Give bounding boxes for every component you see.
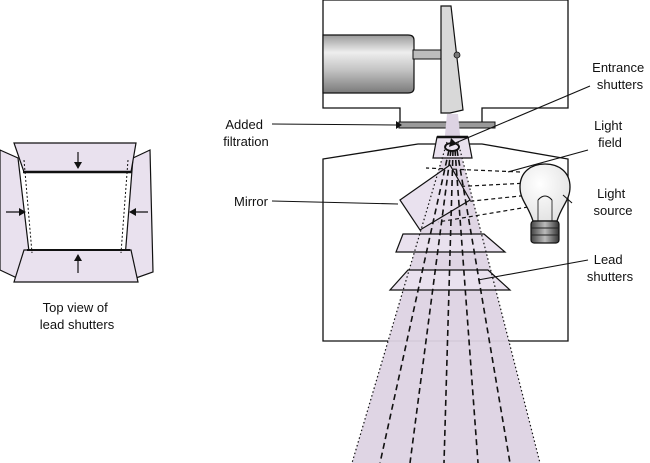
anode-disk: [440, 5, 464, 114]
added-filtration-label: Added filtration: [223, 117, 269, 149]
shutter-arrow-down-icon: [74, 152, 82, 169]
shutter-arrow-right-icon: [6, 208, 26, 216]
top-view-shutters: [0, 142, 154, 283]
leader-lines: [271, 85, 591, 281]
added-filtration-arrow-icon: [396, 121, 402, 129]
beam-rays: [351, 141, 541, 463]
shutter-arrow-up-icon: [74, 254, 82, 273]
light-source-label: Light source: [593, 186, 632, 218]
mirror-label: Mirror: [234, 194, 269, 209]
shutter-arrow-left-icon: [129, 208, 148, 216]
top-shutter-bottom-plate: [13, 249, 139, 283]
top-view-label: Top view of lead shutters: [40, 300, 115, 332]
anode-rotor: [322, 5, 464, 114]
beam-main: [352, 142, 540, 463]
top-shutter-top-plate: [13, 142, 137, 173]
top-shutter-right-plate: [124, 149, 154, 279]
entrance-shutters-arrow-icon: [449, 138, 457, 147]
light-field-label: Light field: [594, 118, 626, 150]
light-bulb-icon: [519, 163, 571, 244]
lead-shutters-label: Lead shutters: [587, 252, 634, 284]
entrance-shutters-label: Entrance shutters: [592, 60, 648, 92]
